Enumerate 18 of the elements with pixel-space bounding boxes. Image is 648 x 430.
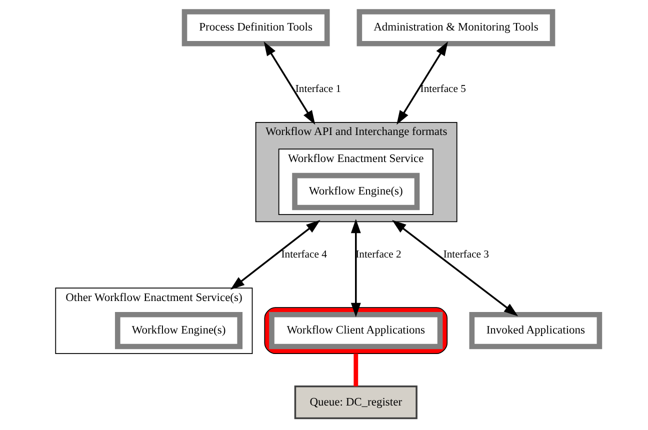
node-box: Workflow Engine(s) <box>114 312 243 350</box>
edge-label: Interface 5 <box>420 84 466 95</box>
arrow <box>396 42 448 125</box>
edge-label: Interface 1 <box>295 84 342 95</box>
node-box: Workflow Client Applications <box>269 312 443 350</box>
arrow <box>230 220 320 290</box>
arrow <box>392 220 518 316</box>
node-box: Queue: DC_register <box>294 386 418 420</box>
connector <box>354 354 358 386</box>
edge-label: Interface 3 <box>443 250 489 261</box>
node-box: Administration & Monitoring Tools <box>356 9 556 46</box>
node-box: Workflow Engine(s) <box>292 172 420 210</box>
edge-label: Interface 4 <box>281 250 327 261</box>
arrow <box>264 42 316 125</box>
edge-label: Interface 2 <box>356 250 402 261</box>
node-box: Invoked Applications <box>469 312 602 350</box>
node-box: Process Definition Tools <box>182 9 330 46</box>
arrow <box>350 218 361 318</box>
